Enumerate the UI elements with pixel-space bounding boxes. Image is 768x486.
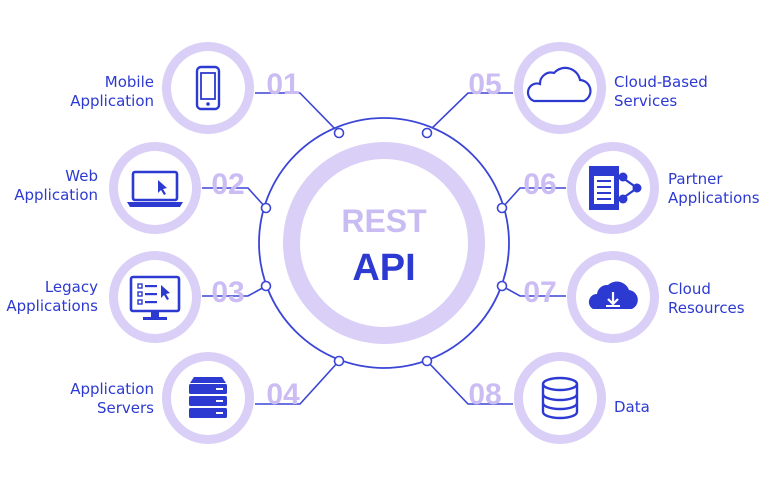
node-inner-disc	[118, 260, 192, 334]
hub-title-api: API	[352, 247, 415, 289]
hub-inner-disc	[300, 159, 468, 327]
node-number: 08	[468, 378, 501, 411]
node-inner-disc	[171, 51, 245, 125]
connector-line	[426, 92, 513, 134]
connector-line	[202, 187, 267, 209]
connector-dot	[333, 127, 345, 139]
database-icon	[541, 376, 579, 420]
node-group: 01 02 03 04 05 06 07 08	[109, 42, 659, 444]
connector-dots	[260, 127, 508, 367]
connector-dot	[260, 280, 272, 292]
connector-line	[426, 360, 513, 405]
node-label-line: Application	[70, 380, 154, 398]
node-label-line: Application	[70, 92, 154, 110]
cloud-download-icon	[588, 281, 638, 309]
connector-dot	[421, 355, 433, 367]
server-stack-icon	[189, 377, 227, 418]
node-label-line: Applications	[6, 297, 98, 315]
node-label-line: Application	[14, 186, 98, 204]
node-05: 05	[468, 42, 606, 134]
node-label-line: Cloud-Based	[614, 73, 708, 91]
hub-title-rest: REST	[341, 203, 427, 239]
node-number: 01	[266, 68, 299, 101]
monitor-checklist-icon	[129, 275, 181, 320]
node-04: 04	[162, 352, 300, 444]
node-number: 06	[523, 168, 556, 201]
node-label-line: Services	[614, 92, 678, 110]
connector-dot	[260, 202, 272, 214]
node-inner-disc	[118, 151, 192, 225]
partner-share-icon	[589, 166, 642, 210]
node-inner-disc	[523, 361, 597, 435]
connector-line	[202, 285, 267, 297]
node-label-line: Data	[614, 398, 650, 416]
central-hub: REST API	[258, 117, 510, 369]
connector-lines	[202, 92, 566, 405]
node-label-line: Resources	[668, 299, 745, 317]
connector-dot	[333, 355, 345, 367]
cloud-icon	[526, 66, 592, 103]
node-08: 08	[468, 352, 606, 444]
node-06: 06	[523, 142, 659, 234]
node-label-line: Legacy	[44, 278, 98, 296]
node-inner-disc	[523, 51, 597, 125]
node-label-line: Partner	[668, 170, 723, 188]
node-label-line: Servers	[96, 399, 154, 417]
laptop-icon	[127, 170, 183, 207]
node-number: 05	[468, 68, 501, 101]
connector-line	[255, 360, 340, 405]
node-label: Data	[614, 398, 650, 417]
node-02: 02	[109, 142, 245, 234]
node-01: 01	[162, 42, 300, 134]
connector-line	[501, 285, 566, 297]
node-label-line: Mobile	[104, 73, 154, 91]
node-label-line: Cloud	[668, 280, 711, 298]
connector-line	[255, 92, 340, 134]
connector-dot	[421, 127, 433, 139]
connector-line	[501, 187, 566, 209]
node-03: 03	[109, 251, 245, 343]
node-number: 03	[211, 276, 244, 309]
mobile-phone-icon	[195, 65, 221, 111]
node-07: 07	[523, 251, 659, 343]
connector-dot	[496, 280, 508, 292]
node-number: 02	[211, 168, 244, 201]
node-number: 07	[523, 276, 556, 309]
connector-dot	[496, 202, 508, 214]
node-label-line: Web	[65, 167, 98, 185]
node-number: 04	[266, 378, 300, 411]
node-label-line: Applications	[668, 189, 760, 207]
